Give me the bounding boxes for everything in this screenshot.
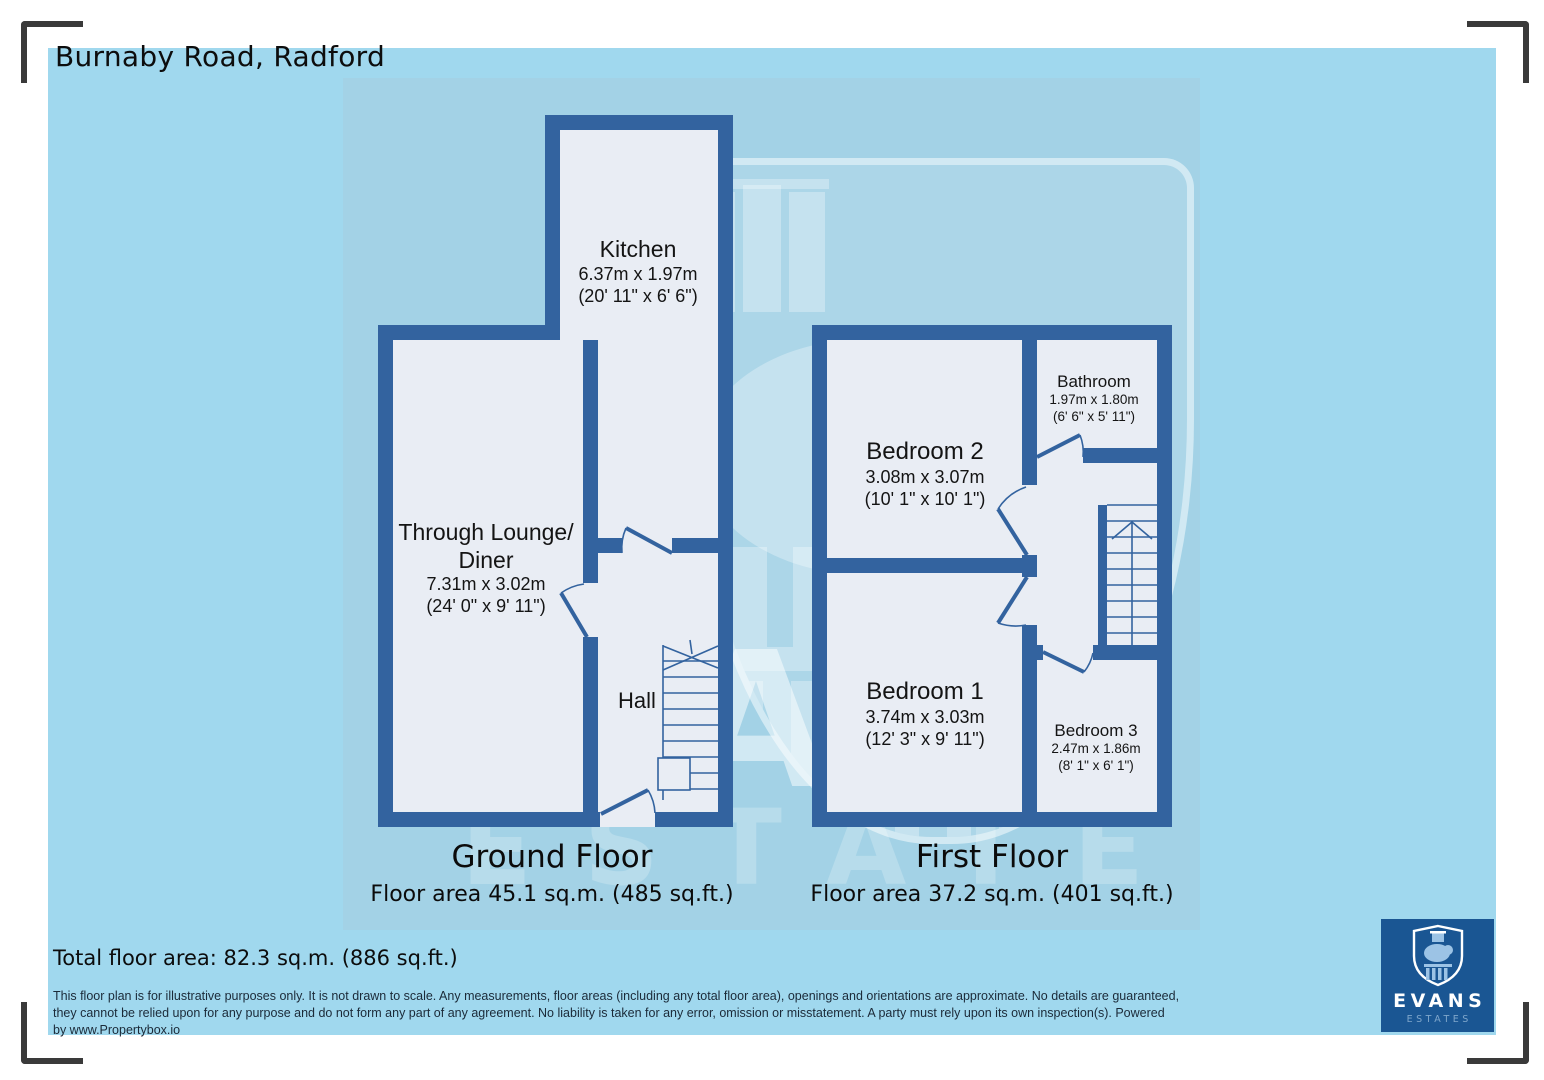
- corner-bracket-bottom-left-icon: [21, 1002, 83, 1064]
- room-name-line1: Through Lounge/: [398, 519, 574, 545]
- floor-area: Floor area 37.2 sq.m. (401 sq.ft.): [810, 881, 1174, 907]
- room-label-bedroom1: Bedroom 1 3.74m x 3.03m (12' 3" x 9' 11"…: [800, 678, 1050, 751]
- room-name: Bedroom 2: [866, 438, 984, 465]
- room-name: Bedroom 3: [1054, 721, 1138, 740]
- room-dim-imperial: (20' 11" x 6' 6"): [578, 285, 698, 306]
- floor-name: Ground Floor: [451, 839, 653, 875]
- room-dim-imperial: (10' 1" x 10' 1"): [864, 488, 986, 509]
- room-label-kitchen: Kitchen 6.37m x 1.97m (20' 11" x 6' 6"): [538, 236, 738, 308]
- room-dim-metric: 3.74m x 3.03m: [865, 706, 985, 727]
- room-dim-imperial: (6' 6" x 5' 11"): [1052, 409, 1136, 425]
- corner-bracket-top-left-icon: [21, 21, 83, 83]
- room-dim-imperial: (24' 0" x 9' 11"): [426, 596, 546, 617]
- room-label-lounge: Through Lounge/ Diner 7.31m x 3.02m (24'…: [361, 519, 611, 618]
- first-floor-plan: [812, 325, 1172, 827]
- logo-brand-text: EVANS: [1393, 990, 1487, 1012]
- room-label-bedroom2: Bedroom 2 3.08m x 3.07m (10' 1" x 10' 1"…: [800, 438, 1050, 511]
- logo-shield-icon: [1412, 924, 1463, 987]
- ground-floor-caption: Ground Floor Floor area 45.1 sq.m. (485 …: [342, 839, 762, 907]
- total-floor-area: Total floor area: 82.3 sq.m. (886 sq.ft.…: [53, 946, 458, 970]
- logo-sub-text: ESTATES: [1406, 1014, 1472, 1025]
- room-name-line2: Diner: [458, 546, 514, 573]
- floorplan-sheet: EVANS ESTATES: [48, 48, 1496, 1035]
- corner-bracket-top-right-icon: [1467, 21, 1529, 83]
- room-label-bedroom3: Bedroom 3 2.47m x 1.86m (8' 1" x 6' 1"): [1020, 720, 1172, 775]
- room-name: Bathroom: [1057, 372, 1131, 391]
- room-dim-metric: 7.31m x 3.02m: [426, 574, 546, 595]
- room-dim-metric: 1.97m x 1.80m: [1049, 392, 1139, 408]
- room-dim-imperial: (8' 1" x 6' 1"): [1058, 758, 1134, 774]
- ground-floor-plan: [378, 115, 733, 827]
- disclaimer-line-3: by www.Propertybox.io: [53, 1022, 181, 1037]
- floor-area: Floor area 45.1 sq.m. (485 sq.ft.): [370, 881, 734, 907]
- room-name: Kitchen: [599, 236, 677, 262]
- room-label-hall: Hall: [618, 688, 656, 713]
- room-dim-metric: 3.08m x 3.07m: [865, 466, 985, 487]
- page-title: Burnaby Road, Radford: [55, 40, 386, 73]
- room-dim-imperial: (12' 3" x 9' 11"): [865, 728, 985, 749]
- disclaimer-text: This floor plan is for illustrative purp…: [53, 988, 1179, 1039]
- room-dim-metric: 6.37m x 1.97m: [578, 263, 698, 284]
- floor-name: First Floor: [915, 839, 1069, 875]
- room-label-bathroom: Bathroom 1.97m x 1.80m (6' 6" x 5' 11"): [1018, 371, 1170, 426]
- first-floor-caption: First Floor Floor area 37.2 sq.m. (401 s…: [782, 839, 1202, 907]
- disclaimer-line-2: they cannot be relied upon for any purpo…: [53, 1005, 1165, 1020]
- disclaimer-line-1: This floor plan is for illustrative purp…: [53, 989, 1180, 1003]
- room-dim-metric: 2.47m x 1.86m: [1051, 741, 1141, 757]
- evans-estates-logo: EVANS ESTATES: [1381, 919, 1494, 1032]
- corner-bracket-bottom-right-icon: [1467, 1002, 1529, 1064]
- room-name: Bedroom 1: [866, 678, 984, 705]
